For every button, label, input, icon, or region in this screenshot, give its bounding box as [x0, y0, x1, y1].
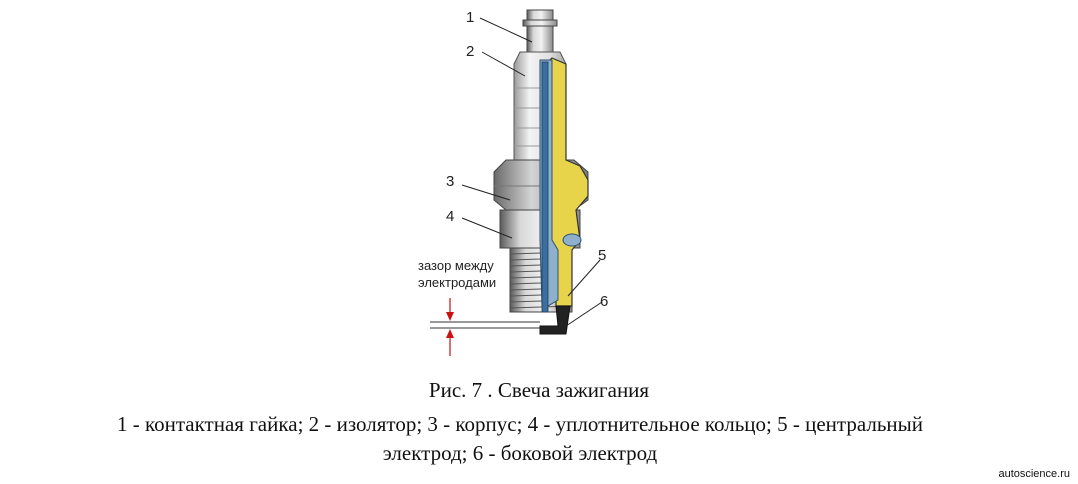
- leader-4: [461, 217, 513, 239]
- watermark: autoscience.ru: [998, 468, 1070, 480]
- description-line-1: 1 - контактная гайка; 2 - изолятор; 3 - …: [117, 412, 923, 436]
- gap-label-line2: электродами: [418, 275, 496, 290]
- callout-1: 1: [466, 9, 474, 26]
- leader-6: [559, 301, 603, 331]
- callout-4: 4: [446, 208, 454, 225]
- description-line-2: электрод; 6 - боковой электрод: [382, 441, 658, 465]
- callout-6: 6: [600, 293, 608, 310]
- leader-5: [567, 259, 601, 297]
- gap-indicator: [430, 298, 540, 356]
- callout-5: 5: [598, 247, 606, 264]
- side-electrode: [539, 305, 571, 335]
- figure-description: 1 - контактная гайка; 2 - изолятор; 3 - …: [20, 410, 1020, 468]
- gap-label-line1: зазор между: [418, 258, 494, 273]
- contact-nut: [522, 9, 558, 53]
- sealing-ring: [562, 233, 582, 247]
- leader-3: [461, 184, 511, 201]
- callout-3: 3: [446, 173, 454, 190]
- leader-2: [481, 51, 526, 77]
- figure-title: Рис. 7 . Свеча зажигания: [428, 378, 650, 402]
- leader-1: [479, 17, 533, 43]
- leader-lines: [461, 17, 603, 331]
- center-electrode: [541, 61, 549, 313]
- callout-2: 2: [466, 43, 474, 60]
